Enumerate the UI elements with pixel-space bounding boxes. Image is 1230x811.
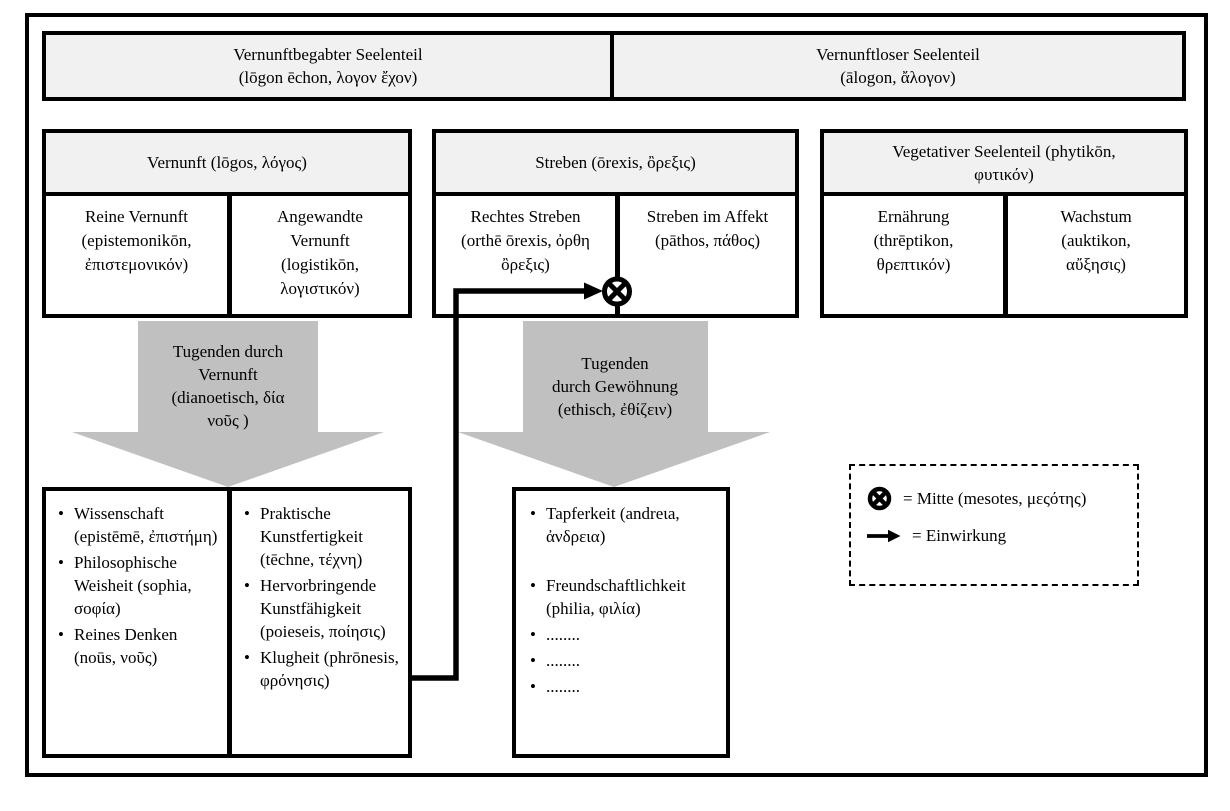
cell-line: Streben im Affekt <box>646 207 769 226</box>
cell-rechtes-streben: Rechtes Streben (orthē ōrexis, ὀρθη ὂρεξ… <box>436 196 620 314</box>
cell-ernaehrung: Ernährung (thrēptikon, θρεπτικόν) <box>824 196 1008 314</box>
cell-line: (orthē ōrexis, ὀρθη <box>461 231 590 250</box>
cell-line: (epistemonikōn, <box>81 231 192 250</box>
virtue-item: Wissenschaft (epistēmē, ἐπιστήμη) <box>54 502 223 548</box>
box-title: Vernunftbegabter Seelenteil <box>233 45 423 64</box>
cell-line: (thrēptikon, <box>873 231 954 250</box>
group-streben: Streben (ōrexis, ὂρεξις) Rechtes Streben… <box>432 129 799 318</box>
virtue-item: Hervorbringende Kunstfähigkeit (poieseis… <box>240 574 404 643</box>
cell-line: Ernährung <box>877 207 950 226</box>
arrow-label-line: (ethisch, ἐθίζειν) <box>557 400 673 419</box>
box-vernunftbegabter-seelenteil: Vernunftbegabter Seelenteil (lōgon ēchon… <box>42 31 614 101</box>
cell-line: Angewandte <box>277 207 363 226</box>
dianoetic-virtues-col2: Praktische Kunstfertigkeit (tēchne, τέχν… <box>232 491 408 754</box>
cell-angewandte-vernunft: Angewandte Vernunft (logistikōn, λογιστι… <box>232 196 408 314</box>
cell-line: (auktikon, <box>1061 231 1131 250</box>
header-line: φυτικόν) <box>974 164 1034 184</box>
cell-line: θρεπτικόν) <box>876 255 951 274</box>
cell-line: αὔξησις) <box>1066 255 1126 274</box>
box-dianoetic-virtues: Wissenschaft (epistēmē, ἐπιστήμη) Philos… <box>42 487 412 758</box>
header-line: Vegetativer Seelenteil (phytikōn, <box>892 141 1116 161</box>
virtue-item: Freundschaftlichkeit (philia, φιλία) <box>526 574 722 620</box>
box-ethical-virtues: Tapferkeit (andreιa, ἀνδρεια) Freundscha… <box>512 487 730 758</box>
virtue-item-placeholder: ........ <box>526 675 722 698</box>
cell-line: Rechtes Streben <box>470 207 581 226</box>
cell-wachstum: Wachstum (auktikon, αὔξησις) <box>1008 196 1184 314</box>
virtue-item-placeholder: ........ <box>526 649 722 672</box>
arrow-label-line: Tugenden <box>581 354 649 373</box>
arrow-label-tugenden-durch-vernunft: Tugenden durch Vernunft (dianoetisch, δί… <box>108 340 348 432</box>
arrow-label-line: Vernunft <box>198 365 258 384</box>
arrow-label-line: durch Gewöhnung <box>551 377 679 396</box>
virtue-item-placeholder: ........ <box>526 623 722 646</box>
group-header-streben: Streben (ōrexis, ὂρεξις) <box>436 133 795 196</box>
dianoetic-virtues-col1: Wissenschaft (epistēmē, ἐπιστήμη) Philos… <box>46 491 232 754</box>
cell-line: Vernunft <box>290 231 350 250</box>
einwirkung-arrow-icon <box>867 529 901 543</box>
cell-reine-vernunft: Reine Vernunft (epistemonikōn, ἐπιστεμον… <box>46 196 232 314</box>
cell-line: λογιστικόν) <box>280 279 360 298</box>
box-transliteration: (ālogon, ἄλογον) <box>840 68 956 87</box>
virtue-item: Reines Denken (noūs, νοῦς) <box>54 623 223 669</box>
virtue-item: Praktische Kunstfertigkeit (tēchne, τέχν… <box>240 502 404 571</box>
legend-label: = Einwirkung <box>912 526 1007 545</box>
arrow-label-line: νοῦς ) <box>207 411 249 430</box>
cell-line: (logistikōn, <box>281 255 359 274</box>
virtue-item: Tapferkeit (andreιa, ἀνδρεια) <box>526 502 722 548</box>
arrow-label-line: Tugenden durch <box>172 342 284 361</box>
box-vernunftloser-seelenteil: Vernunftloser Seelenteil (ālogon, ἄλογον… <box>610 31 1186 101</box>
legend-box: = Mitte (mesotes, μεςότης) = Einwirkung <box>849 464 1139 586</box>
arrow-label-line: (dianoetisch, δία <box>171 388 285 407</box>
header-line: Streben (ōrexis, ὂρεξις) <box>535 153 696 172</box>
cell-line: Wachstum <box>1060 207 1132 226</box>
group-vegetativer-seelenteil: Vegetativer Seelenteil (phytikōn, φυτικό… <box>820 129 1188 318</box>
legend-label: = Mitte (mesotes, μεςότης) <box>903 488 1087 508</box>
cell-line: Reine Vernunft <box>84 207 189 226</box>
cell-line: (pāthos, πάθος) <box>654 231 761 250</box>
group-vernunft: Vernunft (lōgos, λόγος) Reine Vernunft (… <box>42 129 412 318</box>
mesotes-icon <box>867 486 892 511</box>
legend-item-mitte: = Mitte (mesotes, μεςότης) <box>866 485 1137 512</box>
legend-item-einwirkung: = Einwirkung <box>866 526 1137 546</box>
outer-frame <box>25 13 1208 777</box>
arrow-label-tugenden-durch-gewoehnung: Tugenden durch Gewöhnung (ethisch, ἐθίζε… <box>495 352 735 421</box>
box-title: Vernunftloser Seelenteil <box>816 45 980 64</box>
virtue-item-klugheit: Klugheit (phrōnesis, φρόνησις) <box>240 646 404 692</box>
cell-line: ἐπιστεμονικόν) <box>84 255 189 274</box>
cell-streben-im-affekt: Streben im Affekt (pāthos, πάθος) <box>620 196 795 314</box>
box-transliteration: (lōgon ēchon, λογον ἔχον) <box>238 68 418 87</box>
cell-line: ὂρεξις) <box>501 255 550 274</box>
group-header-vegetativ: Vegetativer Seelenteil (phytikōn, φυτικό… <box>824 133 1184 196</box>
header-line: Vernunft (lōgos, λόγος) <box>147 153 307 172</box>
group-header-vernunft: Vernunft (lōgos, λόγος) <box>46 133 408 196</box>
virtue-item: Philosophische Weisheit (sophia, σοφία) <box>54 551 223 620</box>
